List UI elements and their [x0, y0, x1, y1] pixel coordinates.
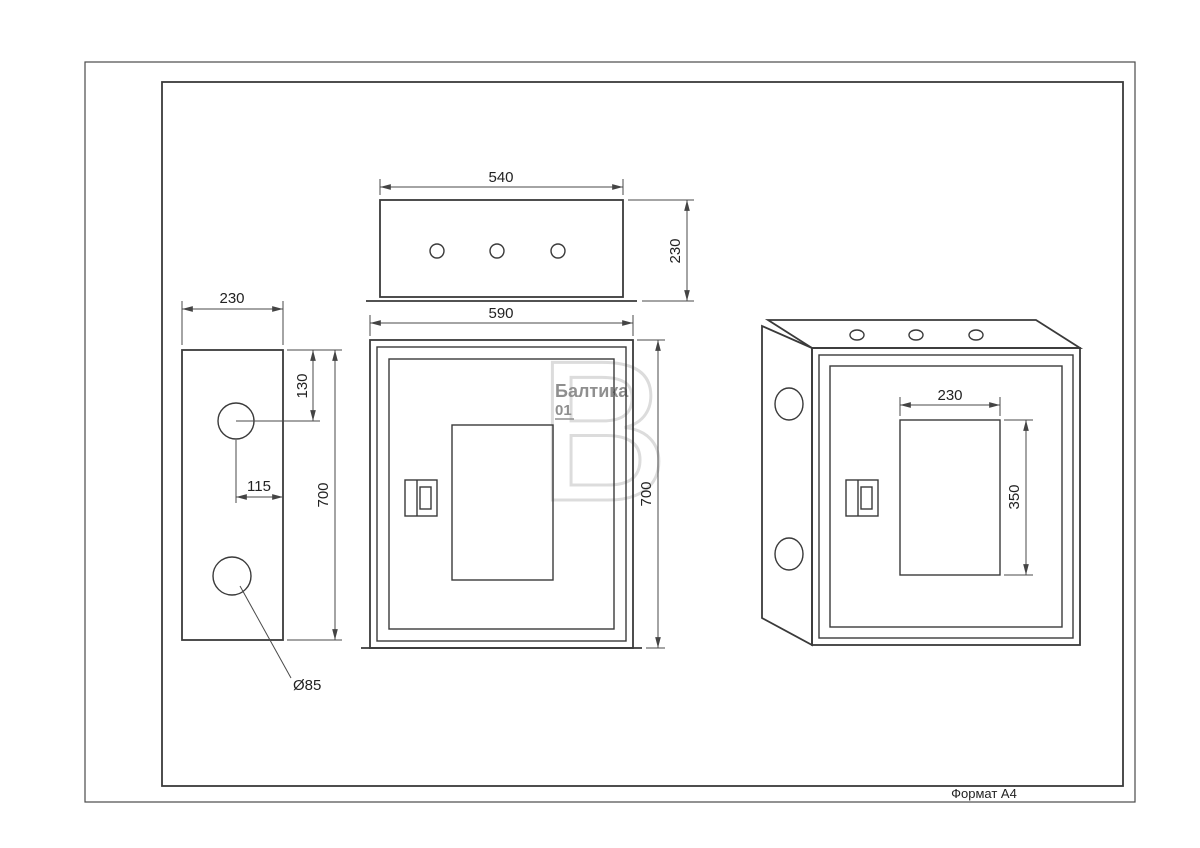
dim-label-front-height: 700 [638, 481, 655, 506]
dim-label-hole-center: 115 [247, 478, 271, 495]
door-panel [829, 365, 1063, 628]
cabinet-side-face [761, 324, 813, 647]
dim-label-front-width: 590 [488, 305, 513, 322]
format-label: Формат А4 [951, 786, 1017, 801]
dim-top-width: 540 [379, 169, 624, 195]
dim-label-side-height: 700 [315, 482, 332, 507]
door-window [899, 419, 1001, 576]
leader-line [239, 585, 292, 679]
top-view: 540 230 [366, 169, 694, 302]
door-handle [404, 479, 438, 517]
watermark: B Балтика 01 [535, 319, 671, 545]
side-panel-outline [181, 349, 284, 641]
cabinet-front-face [811, 347, 1081, 646]
mounting-hole [550, 243, 566, 259]
watermark-brand: Балтика [555, 381, 629, 401]
drawing-frame [161, 81, 1124, 787]
top-mounting-hole [849, 329, 865, 341]
dim-top-depth: 230 [628, 199, 694, 302]
handle-latch [419, 486, 432, 510]
dim-side-height: 700 [287, 350, 342, 641]
dim-label-hole-diameter: Ø85 [293, 677, 321, 694]
handle-latch [860, 486, 873, 510]
top-mounting-hole [908, 329, 924, 341]
door-panel [388, 358, 615, 630]
cabinet-frame-inner [376, 346, 627, 642]
dim-front-width: 590 [369, 305, 634, 336]
dim-label-side-width: 230 [219, 290, 244, 307]
dim-hole-offset: 130 [236, 349, 342, 422]
side-sleeve-hole-lower [774, 537, 804, 571]
cabinet-top-face [764, 319, 1084, 349]
watermark-letter: B [536, 320, 669, 543]
dim-window-height: 350 [1004, 419, 1033, 576]
dim-hole-center: 115 [235, 440, 283, 503]
mounting-hole [429, 243, 445, 259]
dim-label-top-depth: 230 [667, 238, 684, 263]
sleeve-hole-lower [212, 556, 252, 596]
dim-front-height: 700 [637, 339, 665, 649]
dim-label-window-width: 230 [937, 387, 962, 404]
dim-label-top-width: 540 [488, 169, 513, 186]
dim-label-window-height: 350 [1006, 484, 1023, 509]
cabinet-frame-inner [818, 354, 1074, 639]
perspective-view: 230 350 [761, 319, 1084, 647]
door-window [451, 424, 554, 581]
mounting-hole [489, 243, 505, 259]
handle-body [845, 479, 879, 517]
front-view: 590 700 [361, 305, 665, 649]
dim-window-width: 230 [899, 387, 1001, 416]
handle-body [404, 479, 438, 517]
dim-side-width: 230 [181, 290, 284, 345]
dim-hole-diameter: Ø85 [239, 585, 321, 694]
top-mounting-hole [968, 329, 984, 341]
top-bracket-outline [379, 199, 624, 298]
side-view: 230 130 115 700 Ø85 [181, 290, 342, 694]
door-handle [845, 479, 879, 517]
sheet-outer-border [84, 61, 1136, 803]
dim-label-hole-offset: 130 [294, 373, 311, 398]
watermark-number: 01 [555, 402, 572, 419]
side-sleeve-hole-upper [774, 387, 804, 421]
